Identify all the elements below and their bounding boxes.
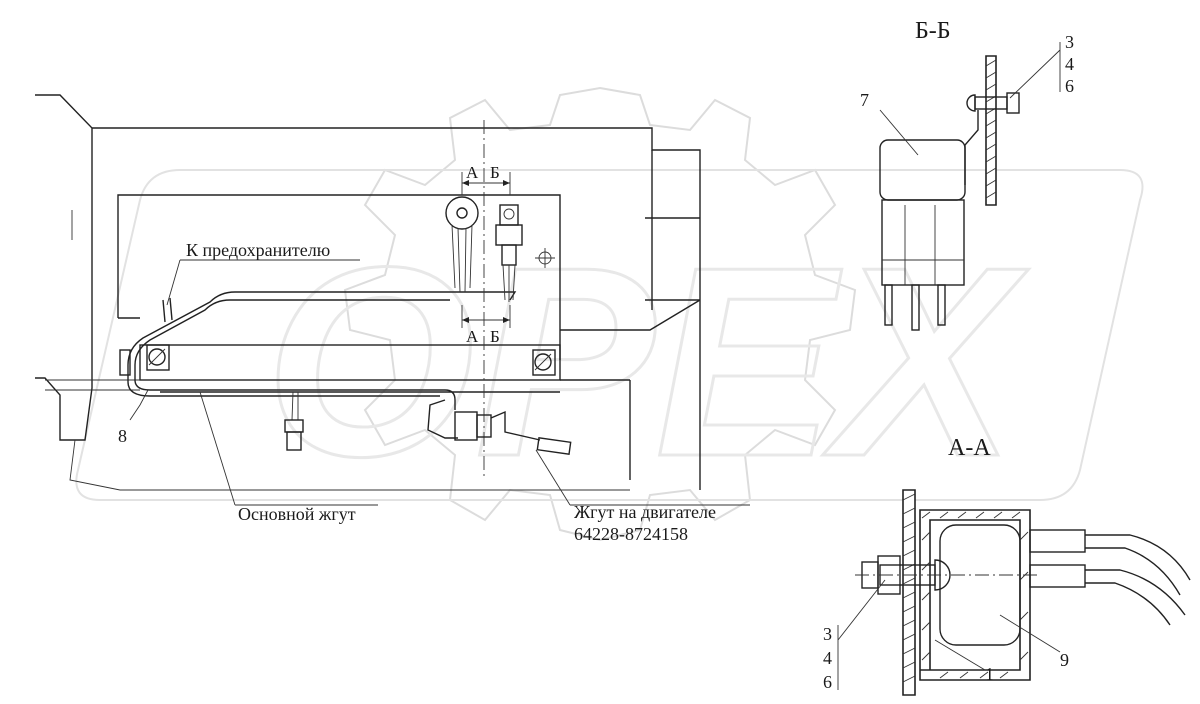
aa-leader-346 [837, 579, 886, 641]
bolt-left [146, 344, 170, 371]
label-engine-harness: Жгут на двигателе [574, 502, 716, 522]
aa-bolt-head [934, 559, 951, 591]
center-mark [535, 248, 555, 268]
label-pos-8: 8 [118, 426, 127, 446]
bb-pos-6: 6 [1065, 76, 1074, 96]
label-main-harness: Основной жгут [238, 504, 356, 524]
aa-pos-3: 3 [823, 624, 832, 644]
aa-leader-9 [999, 614, 1061, 653]
harness-connector-left [284, 391, 304, 451]
bb-nut [1006, 92, 1020, 114]
section-cut-bottom [461, 305, 511, 328]
cut-label-top-b: Б [490, 163, 500, 182]
aa-cable-top [1085, 534, 1191, 581]
label-to-fuse: К предохранителю [186, 240, 330, 260]
relay-round [445, 196, 479, 293]
aa-housing [919, 509, 1031, 681]
inner-panel [117, 194, 561, 360]
lower-outline [69, 439, 630, 491]
engine-harness-connector [427, 399, 572, 455]
cut-label-bottom-b: Б [490, 327, 500, 346]
aa-cable-sleeve-top [1029, 529, 1086, 553]
fuse-branch [162, 299, 166, 323]
bb-bracket [964, 110, 979, 185]
aa-cable-bottom [1085, 569, 1186, 616]
aa-relay-body [939, 524, 1021, 646]
left-wall [35, 94, 93, 441]
main-view: А Б А Б [35, 94, 701, 491]
frame-slope [560, 299, 701, 331]
aa-cable-top-inner [1085, 547, 1181, 596]
bb-relay-base [881, 199, 965, 286]
watermark-plate [75, 169, 1144, 501]
aa-pos-9: 9 [1060, 650, 1069, 670]
bottom-rail [139, 344, 561, 381]
section-bb-title: Б-Б [915, 18, 951, 44]
bolt-right [532, 349, 556, 376]
aa-leader-1 [934, 639, 986, 671]
watermark: OPEX [75, 86, 1144, 542]
fuse-branch-2 [169, 297, 173, 321]
label-engine-harness-code: 64228-8724158 [574, 524, 688, 544]
section-aa-view: А-А 3 4 6 1 9 [823, 435, 1191, 696]
aa-cable-sleeve-bottom [1029, 564, 1086, 588]
bb-pos-4: 4 [1065, 54, 1074, 74]
main-harness-wire-inner [127, 291, 517, 397]
section-aa-title: А-А [948, 435, 991, 461]
bb-leader-7 [879, 109, 919, 156]
bb-leader-346 [1009, 49, 1061, 99]
cut-label-bottom-a: А [466, 327, 479, 346]
watermark-text: OPEX [265, 212, 1029, 513]
aa-pos-6: 6 [823, 672, 832, 692]
aa-pos-1: 1 [985, 664, 994, 684]
aa-pos-4: 4 [823, 648, 832, 668]
leaders-main [129, 259, 750, 506]
watermark-gear [343, 86, 857, 542]
bb-relay-pins [884, 284, 946, 331]
cut-label-top-a: А [466, 163, 479, 182]
section-cut-top [461, 172, 511, 195]
bb-bolt-head [966, 94, 976, 112]
main-harness-wire [134, 299, 456, 410]
bb-pos-3: 3 [1065, 32, 1074, 52]
clip-block [119, 349, 131, 376]
aa-cable-bottom-inner [1085, 582, 1171, 626]
bb-wall [985, 55, 997, 206]
aa-wall [902, 489, 916, 696]
section-bb-view: Б-Б 7 3 4 6 [860, 18, 1074, 331]
relay-connector [495, 204, 523, 302]
bb-pos-7: 7 [860, 90, 869, 110]
